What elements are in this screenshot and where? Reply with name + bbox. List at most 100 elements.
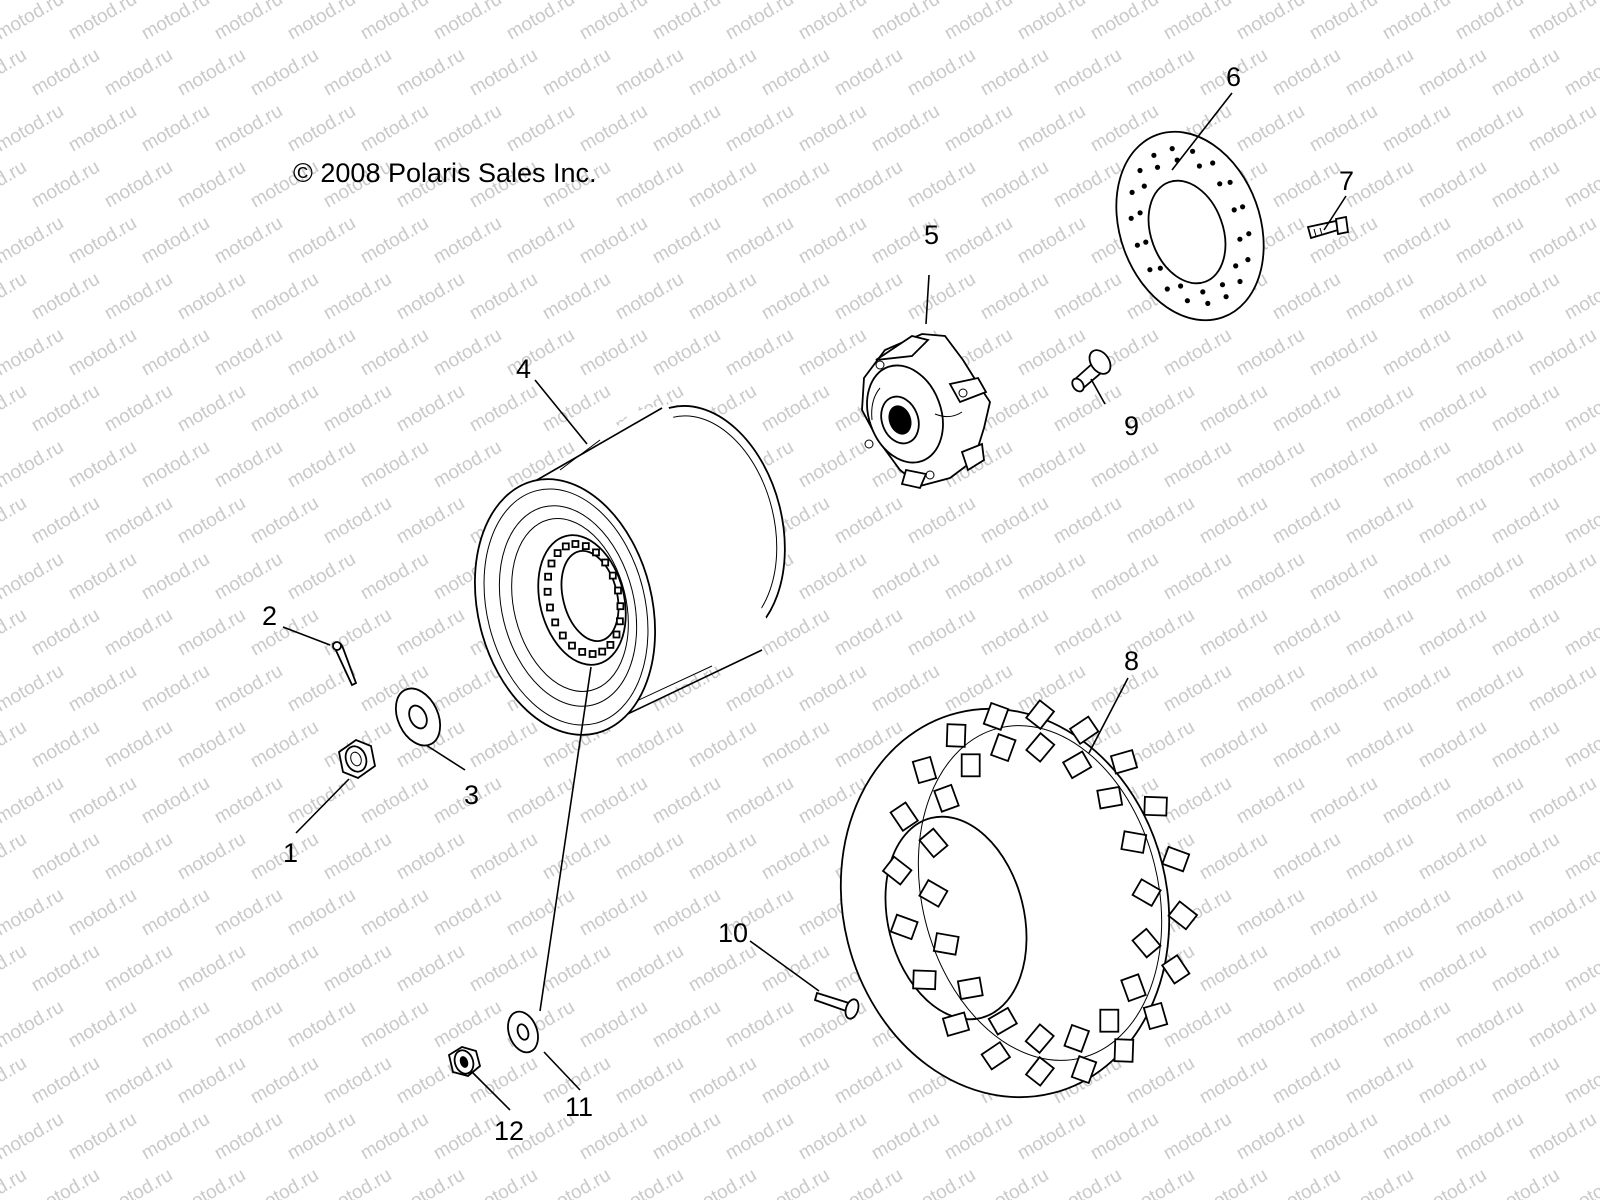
tread-block [1061, 750, 1093, 780]
watermark-text: motod.ru [831, 269, 906, 325]
watermark-text: motod.ru [1014, 1109, 1089, 1165]
watermark-text: motod.ru [758, 269, 833, 325]
watermark-text: motod.ru [1379, 1109, 1454, 1165]
watermark-text: motod.ru [138, 549, 213, 605]
watermark-text: motod.ru [649, 101, 724, 157]
watermark-text: motod.ru [1233, 549, 1308, 605]
disc-hole [1184, 298, 1190, 304]
tread-block [918, 827, 949, 859]
watermark-text: motod.ru [1233, 101, 1308, 157]
watermark-text: motod.ru [1196, 717, 1271, 773]
watermark-text: motod.ru [1415, 381, 1490, 437]
watermark-text: motod.ru [320, 381, 395, 437]
watermark-text: motod.ru [430, 0, 505, 44]
disc-hole [1134, 242, 1140, 248]
watermark-text: motod.ru [1269, 493, 1344, 549]
watermark-text: motod.ru [1379, 773, 1454, 829]
watermark-text: motod.ru [247, 1165, 322, 1200]
watermark-text: motod.ru [1452, 549, 1527, 605]
watermark-text: motod.ru [831, 605, 906, 661]
watermark-text: motod.ru [1014, 213, 1089, 269]
watermark-text: motod.ru [722, 101, 797, 157]
watermark-text: motod.ru [284, 325, 359, 381]
watermark-text: motod.ru [65, 549, 140, 605]
watermark-text: motod.ru [0, 549, 67, 605]
watermark-text: motod.ru [65, 1109, 140, 1165]
watermark-text: motod.ru [1488, 605, 1563, 661]
watermark-text: motod.ru [1379, 325, 1454, 381]
watermark-text: motod.ru [101, 1165, 176, 1200]
watermark-text: motod.ru [576, 997, 651, 1053]
watermark-text: motod.ru [357, 437, 432, 493]
watermark-text: motod.ru [1525, 773, 1600, 829]
rim-bolt [546, 603, 554, 612]
watermark-text: motod.ru [101, 45, 176, 101]
watermark-text: motod.ru [0, 157, 30, 213]
rim-bolt [553, 549, 562, 557]
watermark-text: motod.ru [977, 493, 1052, 549]
watermark-text: motod.ru [393, 1165, 468, 1200]
watermark-text: motod.ru [1342, 269, 1417, 325]
watermark-text: motod.ru [758, 381, 833, 437]
tread-block [960, 753, 981, 778]
watermark-text: motod.ru [612, 829, 687, 885]
watermark-text: motod.ru [941, 0, 1016, 44]
watermark-text: motod.ru [758, 717, 833, 773]
watermark-text: motod.ru [1160, 1109, 1235, 1165]
tread-block [1160, 953, 1191, 985]
watermark-text: motod.ru [1525, 213, 1600, 269]
watermark-text: motod.ru [320, 1053, 395, 1109]
watermark-text: motod.ru [795, 0, 870, 44]
watermark-text: motod.ru [685, 157, 760, 213]
watermark-text: motod.ru [320, 829, 395, 885]
tread-block [911, 755, 938, 785]
watermark-text: motod.ru [101, 717, 176, 773]
watermark-text: motod.ru [1379, 0, 1454, 44]
watermark-text: motod.ru [284, 1109, 359, 1165]
watermark-text: motod.ru [685, 45, 760, 101]
watermark-text: motod.ru [101, 941, 176, 997]
watermark-text: motod.ru [758, 941, 833, 997]
watermark-text: motod.ru [1123, 45, 1198, 101]
watermark-text: motod.ru [0, 885, 67, 941]
watermark-text: motod.ru [977, 605, 1052, 661]
wheel-rim [474, 404, 786, 736]
watermark-text: motod.ru [1561, 1053, 1600, 1109]
rim-bolt [616, 617, 624, 626]
watermark-text: motod.ru [284, 0, 359, 44]
watermark-text: motod.ru [1342, 717, 1417, 773]
watermark-text: motod.ru [795, 325, 870, 381]
tire [839, 699, 1199, 1099]
watermark-text: motod.ru [503, 101, 578, 157]
watermark-text: motod.ru [28, 45, 103, 101]
tread-block [1113, 1038, 1135, 1063]
watermark-text: motod.ru [1160, 325, 1235, 381]
watermark-text: motod.ru [1306, 0, 1381, 44]
watermark-text: motod.ru [904, 269, 979, 325]
tread-block [1143, 795, 1168, 817]
watermark-text: motod.ru [1525, 885, 1600, 941]
watermark-text: motod.ru [1488, 45, 1563, 101]
watermark-text: motod.ru [576, 0, 651, 44]
watermark-text: motod.ru [758, 157, 833, 213]
watermark-text: motod.ru [758, 1165, 833, 1200]
rim-bolt [581, 542, 590, 550]
watermark-text: motod.ru [138, 437, 213, 493]
watermark-text: motod.ru [1561, 605, 1600, 661]
disc-hole [1147, 267, 1153, 273]
watermark-text: motod.ru [576, 213, 651, 269]
watermark-text: motod.ru [138, 661, 213, 717]
watermark-text: motod.ru [977, 1165, 1052, 1200]
watermark-text: motod.ru [758, 829, 833, 885]
tread-block [1142, 1001, 1169, 1031]
watermark-text: motod.ru [393, 605, 468, 661]
watermark-text: motod.ru [1342, 829, 1417, 885]
watermark-text: motod.ru [795, 437, 870, 493]
watermark-text: motod.ru [430, 661, 505, 717]
wheel-hub [861, 333, 991, 490]
watermark-text: motod.ru [503, 213, 578, 269]
watermark-text: motod.ru [357, 101, 432, 157]
tread-block [1161, 845, 1191, 873]
watermark-text: motod.ru [612, 269, 687, 325]
